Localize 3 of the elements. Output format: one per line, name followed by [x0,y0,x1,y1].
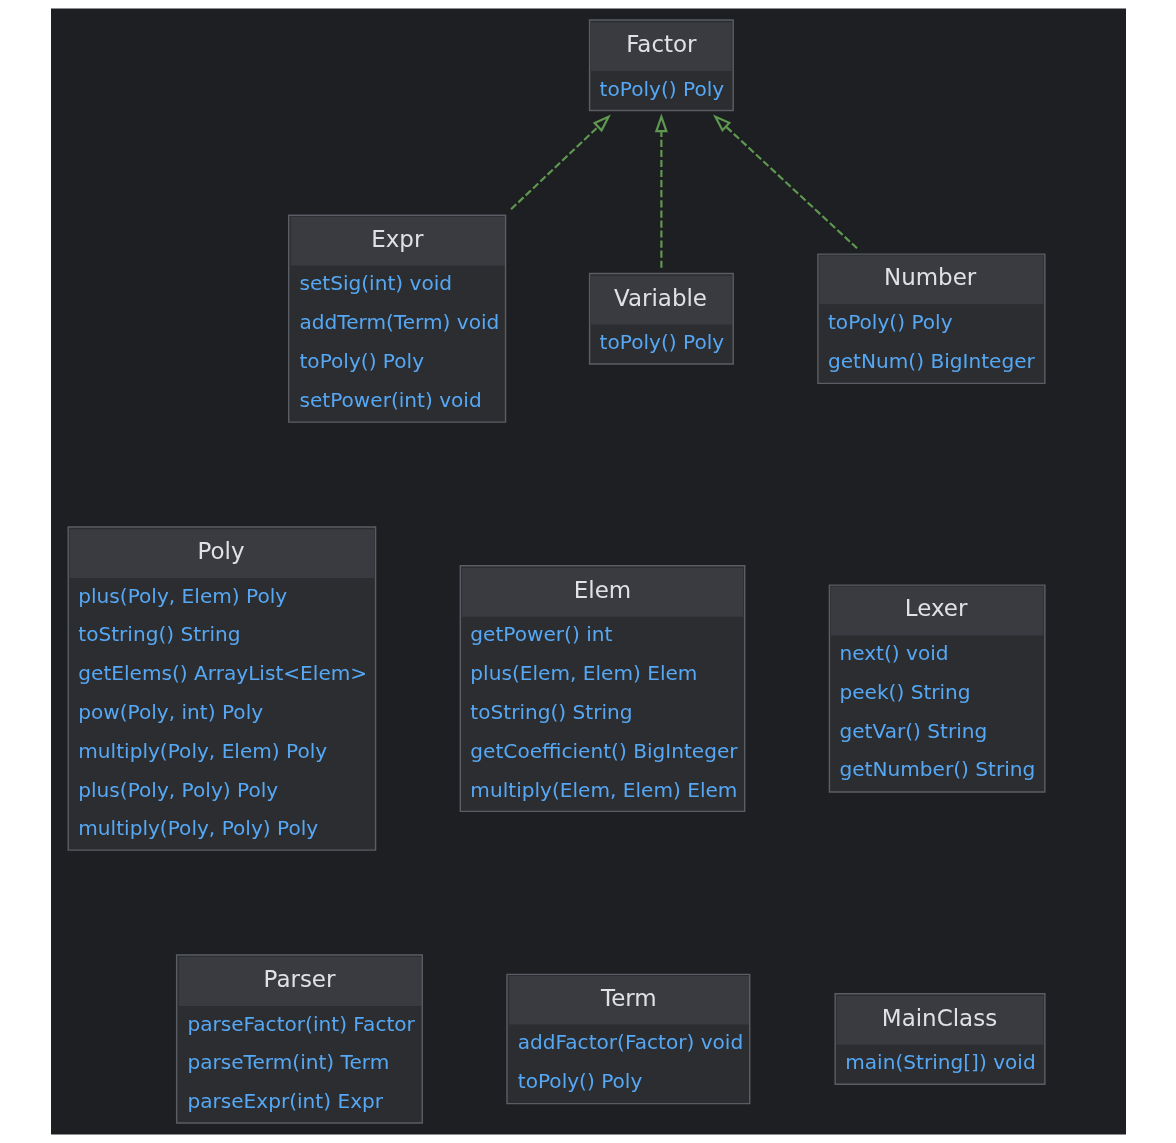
arrow [509,114,611,211]
arrow [712,114,858,250]
arrow [654,113,668,268]
